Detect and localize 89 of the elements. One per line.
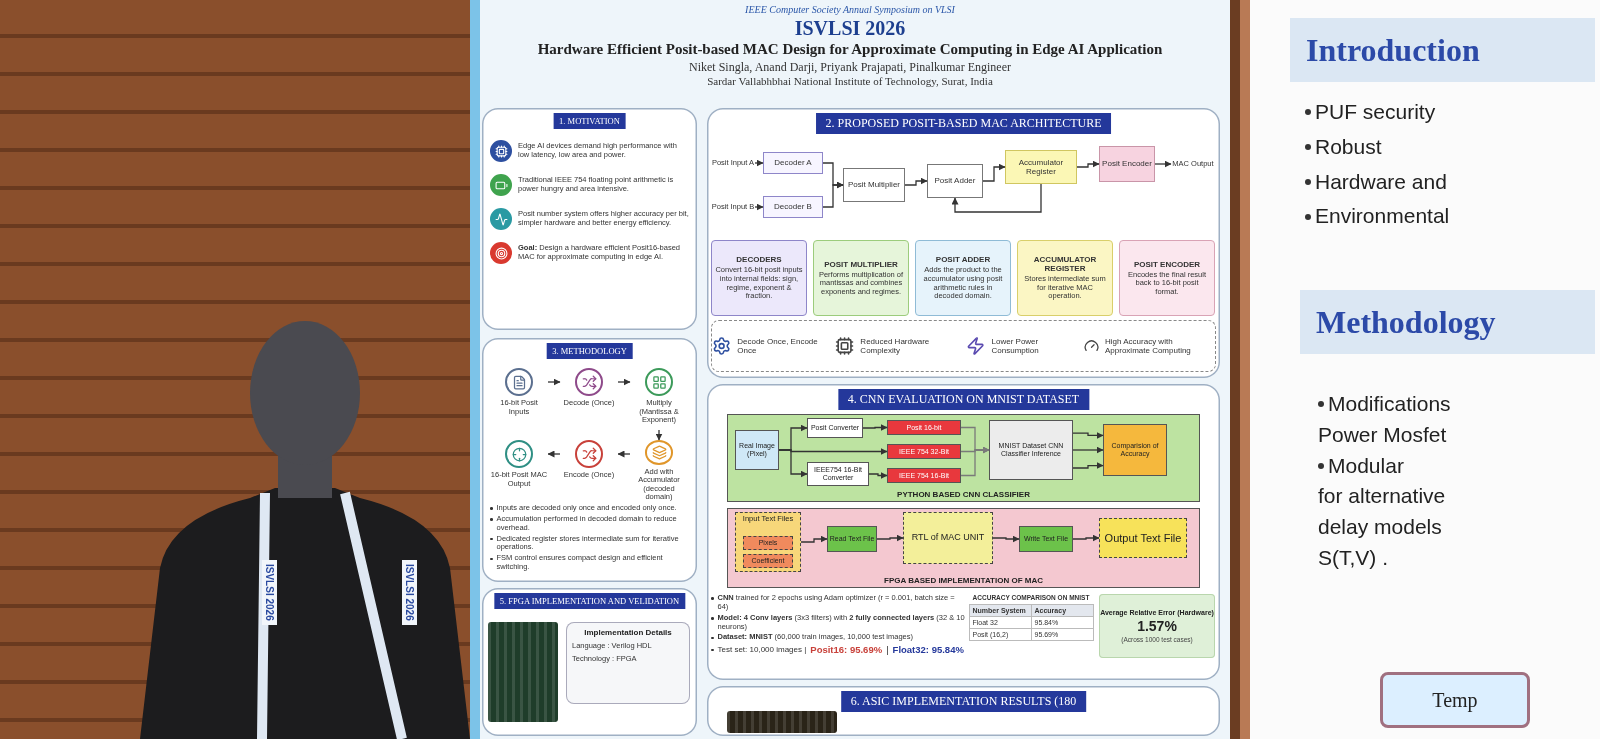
feature-text: Decode Once, Encode Once	[737, 336, 819, 356]
section-heading: Introduction	[1290, 18, 1595, 82]
section-panel	[482, 108, 697, 330]
card-heading: POSIT ADDER	[935, 255, 991, 265]
section-panel	[707, 686, 1220, 736]
bullet-text: Robust	[1305, 134, 1595, 160]
formula-box: Temp	[1380, 672, 1530, 728]
section-panel	[707, 384, 1220, 680]
details-heading: Implementation Details	[583, 628, 673, 637]
bullet-text: for alternative	[1318, 484, 1447, 510]
section-heading: 6. ASIC IMPLEMENTATION RESULTS (180	[840, 691, 1087, 712]
process-block: Posit Multiplier	[843, 168, 905, 202]
classifier-panel	[727, 414, 1200, 502]
arrow	[1154, 160, 1172, 168]
arrow	[904, 177, 928, 186]
info-card	[1119, 240, 1215, 316]
arrow	[547, 378, 561, 386]
bullet-text: S(T,V) .	[1318, 545, 1389, 571]
separator-text: |	[886, 644, 889, 656]
card-heading: POSIT ENCODER	[1133, 259, 1201, 269]
bullet-text: Hardware and	[1305, 169, 1595, 195]
arrow	[951, 183, 1042, 213]
feature-text: Reduced Hardware Complexity	[860, 336, 931, 356]
result-text: Test set: 10,000 images |	[711, 645, 807, 655]
process-block: Decoder A	[763, 152, 823, 174]
section-heading: Methodology	[1300, 290, 1595, 354]
arrow	[778, 449, 808, 478]
section-panel	[482, 338, 697, 582]
arrow	[862, 424, 888, 431]
process-block: Output Text File	[1099, 518, 1187, 558]
arrow	[617, 450, 631, 458]
arrow	[547, 450, 561, 458]
feature-text: Lower Power Consumption	[991, 336, 1040, 356]
details-card	[566, 622, 690, 704]
bullet-text: Modular	[1318, 453, 1600, 479]
process-block: Accumulator Register	[1005, 150, 1077, 184]
info-card	[1017, 240, 1113, 316]
section-heading: 5. FPGA IMPLEMENTATION AND VELIDATION	[493, 593, 686, 609]
lanyard-text: ISVLSI 2026	[262, 560, 277, 625]
info-card	[915, 240, 1011, 316]
card-heading: DECODERS	[736, 255, 782, 265]
author-list: Niket Singla, Anand Darji, Priyank Prajapati, Pinalkumar Engineer	[689, 60, 1011, 75]
arrow	[1076, 160, 1100, 168]
arrow	[617, 378, 631, 386]
panel-caption: FPGA BASED IMPLEMENTATION OF MAC	[884, 576, 1043, 585]
section-heading: 3. METHODOLOGY	[546, 343, 633, 359]
bullet-text: PUF security	[1305, 100, 1595, 125]
affiliation: Sardar Vallabhbhai National Institute of Technology, Surat, India	[707, 75, 993, 89]
section-heading: 1. MOTIVATION	[553, 113, 626, 129]
section-heading: 4. CNN EVALUATION ON MNIST DATASET	[837, 389, 1090, 410]
feature-text: High Accuracy with Approximate Computing	[1105, 336, 1192, 356]
info-card	[711, 240, 807, 316]
arrow	[1072, 534, 1100, 542]
info-card	[813, 240, 909, 316]
arrow	[1072, 462, 1104, 470]
arrow	[1072, 431, 1104, 439]
panel-caption: PYTHON BASED CNN CLASSIFIER	[897, 490, 1030, 499]
arrow	[982, 163, 1006, 182]
bullet-text: delay models	[1318, 515, 1443, 540]
implementation-panel	[727, 508, 1200, 588]
lanyard-text: ISVLSI 2026	[402, 560, 417, 625]
bullet-text: Environmental	[1305, 204, 1595, 230]
process-block: Decoder B	[763, 196, 823, 218]
section-heading: 2. PROPOSED POSIT-BASED MAC ARCHITECTURE	[815, 113, 1112, 134]
process-block: RTL of MAC UNIT	[903, 512, 993, 564]
card-heading: ACCUMULATOR REGISTER	[1032, 255, 1098, 274]
arrow	[960, 446, 990, 477]
metric-card	[1099, 594, 1215, 658]
process-block	[735, 512, 801, 572]
process-block: Posit Encoder	[1099, 146, 1155, 182]
arrow	[754, 159, 764, 167]
bullet-text: Modifications	[1318, 392, 1600, 417]
arrow	[754, 203, 764, 211]
arrow	[992, 535, 1020, 543]
accuracy-value: Posit16: 95.69%	[810, 644, 883, 656]
metric-value: 1.57%	[1137, 618, 1177, 634]
poster-title: Hardware Efficient Posit-based MAC Design for Approximate Computing in Edge AI Application	[537, 41, 1163, 60]
bullet-text: Power Mosfet	[1318, 422, 1448, 448]
card-heading: POSIT MULTIPLIER	[824, 259, 898, 269]
process-block: Posit Adder	[927, 164, 983, 198]
arrow	[822, 181, 844, 208]
arrow	[655, 429, 663, 441]
conference-name: IEEE Computer Society Annual Symposium on VLSI	[745, 4, 955, 16]
arrow	[800, 535, 828, 543]
event-name: ISVLSI 2026	[794, 16, 906, 41]
accuracy-value: Float32: 95.84%	[892, 644, 964, 656]
arrow	[876, 534, 904, 542]
arrow	[1072, 446, 1104, 454]
arrow	[868, 472, 888, 479]
